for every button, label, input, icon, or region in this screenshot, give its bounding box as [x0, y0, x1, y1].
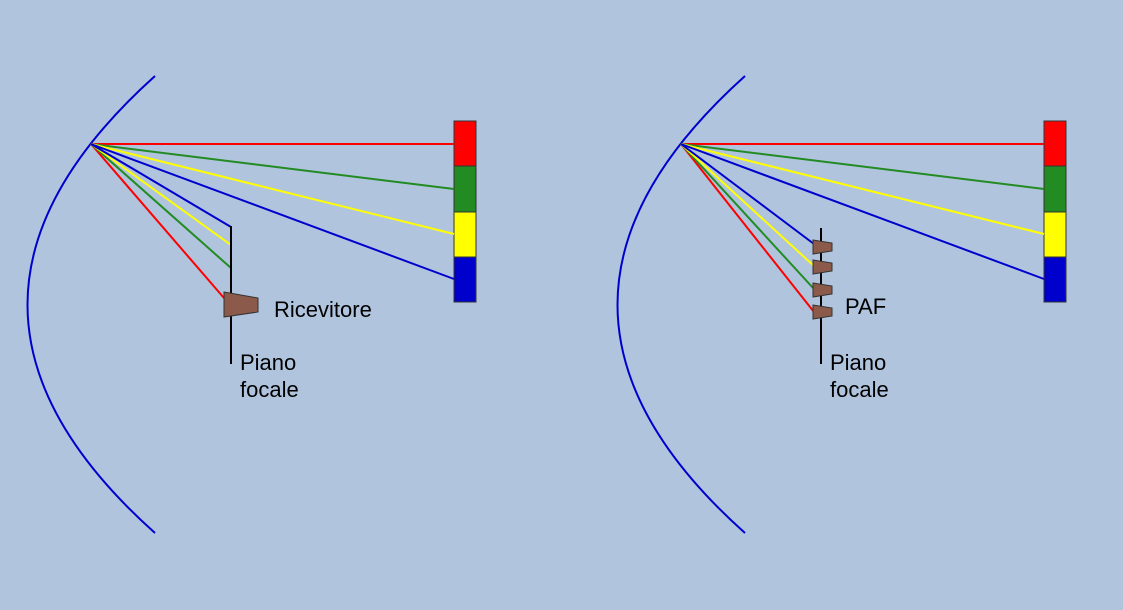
focal-plane-label-line2: focale [830, 377, 889, 402]
reflected-ray-green [680, 143, 815, 290]
focal-plane-label-line1: Piano [240, 350, 296, 375]
source-segment-blue [453, 256, 477, 303]
focal-plane-label-line2: focale [240, 377, 299, 402]
reflected-ray-red [680, 143, 815, 313]
incoming-ray-yellow [680, 143, 1045, 235]
paf-element-1 [812, 239, 833, 255]
incoming-ray-green [680, 143, 1045, 190]
incoming-ray-yellow [90, 143, 455, 235]
receiver-feed-horn [223, 291, 259, 318]
reflected-ray-green [90, 143, 232, 269]
paf-element-3 [812, 282, 833, 298]
reflected-ray-blue [680, 143, 815, 245]
paf-label: PAF [845, 294, 886, 319]
source-segment-blue [1043, 256, 1067, 303]
source-segment-green [453, 165, 477, 213]
incoming-ray-green [90, 143, 455, 190]
source-segment-red [1043, 120, 1067, 167]
paf-element-2 [812, 259, 833, 275]
reflected-ray-yellow [680, 143, 815, 267]
incoming-ray-blue [680, 143, 1045, 280]
paf-element-4 [812, 304, 833, 320]
focal-plane-label-line1: Piano [830, 350, 886, 375]
incoming-ray-blue [90, 143, 455, 280]
panel-phased-array-feed: PAF Piano focale [616, 75, 1067, 534]
parabolic-reflector [616, 75, 746, 534]
reflected-ray-red [90, 143, 225, 299]
reflected-ray-blue [90, 143, 232, 228]
reflected-ray-yellow [90, 143, 232, 246]
source-segment-yellow [1043, 211, 1067, 258]
receiver-label: Ricevitore [274, 297, 372, 322]
source-segment-green [1043, 165, 1067, 213]
panel-single-feed: Ricevitore Piano focale [26, 75, 477, 534]
source-segment-red [453, 120, 477, 167]
source-segment-yellow [453, 211, 477, 258]
parabolic-reflector [26, 75, 156, 534]
